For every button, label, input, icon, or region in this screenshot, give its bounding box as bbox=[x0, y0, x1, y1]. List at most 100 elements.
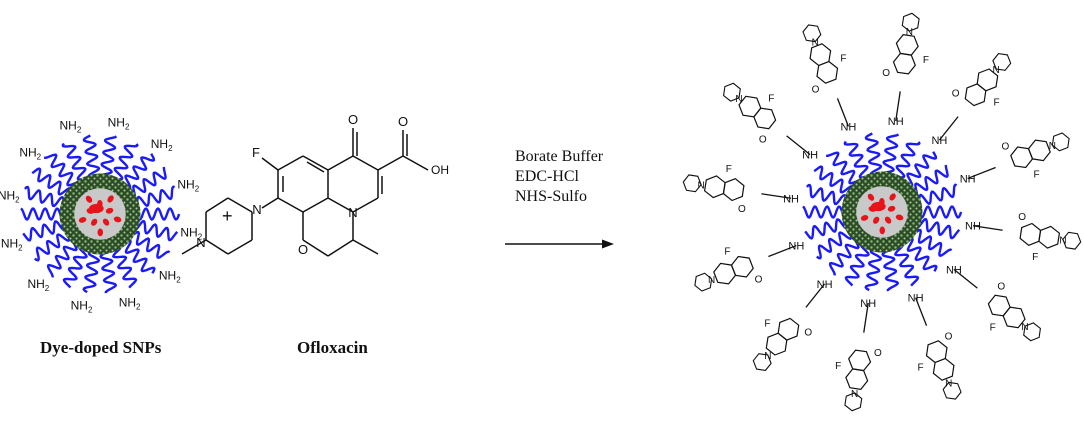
amine-subscript: 2 bbox=[45, 284, 50, 293]
amine-subscript: 2 bbox=[18, 244, 23, 253]
piperazine-ring bbox=[942, 381, 962, 400]
ring bbox=[845, 368, 869, 391]
dye-molecule bbox=[872, 216, 880, 224]
atom-nitrogen-ring: N bbox=[348, 205, 357, 220]
polymer-chain bbox=[893, 141, 921, 179]
bond bbox=[302, 155, 329, 171]
bond bbox=[402, 155, 429, 171]
amide-bond bbox=[938, 116, 959, 141]
bond bbox=[302, 197, 329, 213]
polymer-chain bbox=[112, 244, 138, 289]
polymer-chain bbox=[34, 231, 71, 262]
bond bbox=[277, 197, 304, 213]
ring bbox=[1027, 139, 1051, 162]
bond bbox=[181, 239, 207, 255]
dye-molecule bbox=[88, 203, 104, 214]
amide-nh-label: NH bbox=[860, 298, 876, 310]
piperazine-ring bbox=[752, 353, 772, 371]
bond bbox=[352, 155, 379, 171]
atom-fluorine: F bbox=[990, 323, 996, 334]
polymer-chain bbox=[123, 239, 156, 274]
atom-fluorine: F bbox=[1032, 252, 1038, 263]
polymer-chain bbox=[111, 143, 139, 181]
polymer-chain bbox=[806, 183, 848, 206]
amide-bond bbox=[761, 193, 792, 199]
ring bbox=[713, 262, 737, 285]
dye-molecule bbox=[105, 207, 114, 214]
reactant2-label: Ofloxacin bbox=[297, 338, 368, 357]
ring bbox=[987, 294, 1011, 317]
atom-oxygen: O bbox=[1002, 142, 1010, 153]
piperazine-ring bbox=[1062, 231, 1082, 250]
amine-label: NH2 bbox=[151, 137, 173, 153]
piperazine-ring bbox=[844, 392, 863, 412]
ring bbox=[964, 83, 987, 107]
ring bbox=[848, 349, 872, 372]
amine-label: NH2 bbox=[27, 277, 49, 293]
atom-fluorine: F bbox=[724, 247, 730, 258]
atom-oxygen: O bbox=[874, 348, 882, 359]
atom-fluorine: F bbox=[764, 319, 770, 330]
bond bbox=[327, 155, 354, 171]
polymer-chain bbox=[917, 183, 958, 207]
amine-subscript: 2 bbox=[176, 276, 181, 285]
dye-molecule bbox=[867, 193, 875, 201]
atom-fluorine: F bbox=[923, 55, 929, 66]
amine-label: NH2 bbox=[19, 145, 41, 161]
atom-nitrogen-methyl: N bbox=[196, 235, 205, 250]
bond bbox=[302, 239, 329, 257]
polymer-chain bbox=[844, 242, 870, 287]
polymer-chain bbox=[894, 242, 920, 287]
ring bbox=[703, 175, 726, 199]
amide-bond bbox=[967, 166, 996, 180]
atom-nitrogen: N bbox=[697, 181, 704, 192]
ring bbox=[722, 178, 745, 202]
dye-molecule bbox=[860, 215, 869, 221]
dye-molecule bbox=[113, 216, 122, 223]
polymer-chain bbox=[804, 218, 849, 240]
atom-oxygen: O bbox=[882, 68, 890, 79]
amine-text: NH bbox=[0, 188, 15, 202]
amine-subscript: 2 bbox=[37, 152, 42, 161]
amine-label: NH2 bbox=[108, 116, 130, 132]
atom-oxygen: O bbox=[804, 327, 812, 338]
atom-oxygen: O bbox=[997, 282, 1005, 293]
polymer-chain bbox=[46, 238, 78, 278]
amine-text: NH bbox=[71, 298, 88, 312]
ring bbox=[753, 107, 777, 130]
amide-bond bbox=[836, 98, 850, 127]
amide-bond bbox=[972, 225, 1003, 231]
polymer-chain bbox=[133, 220, 179, 242]
polymer-chain bbox=[906, 151, 938, 188]
polymer-chain bbox=[22, 220, 67, 242]
bond bbox=[227, 239, 253, 255]
piperazine-ring bbox=[723, 82, 741, 102]
amine-label: NH2 bbox=[0, 188, 20, 204]
condition-3: NHS-Sulfo bbox=[515, 188, 588, 205]
polymer-chain bbox=[98, 135, 118, 177]
ring bbox=[765, 332, 788, 356]
amine-label: NH2 bbox=[1, 237, 23, 253]
amide-nh-label: NH bbox=[946, 264, 962, 276]
polymer-chain bbox=[20, 207, 64, 221]
polymer-chain bbox=[132, 166, 167, 200]
atom-nitrogen: N bbox=[812, 38, 819, 49]
plus-sign: + bbox=[222, 206, 233, 226]
bond bbox=[377, 155, 404, 171]
dye-molecule bbox=[870, 201, 886, 212]
amide-nh-label: NH bbox=[817, 279, 833, 291]
polymer-chain bbox=[864, 247, 883, 292]
dye-molecule bbox=[85, 195, 93, 203]
bond bbox=[352, 197, 379, 213]
dye-molecule bbox=[78, 217, 87, 223]
reactant1-label: Dye-doped SNPs bbox=[40, 338, 162, 357]
dye-molecule bbox=[879, 226, 886, 235]
condition-2: EDC-HCl bbox=[515, 168, 579, 185]
dye-molecule bbox=[889, 193, 896, 201]
